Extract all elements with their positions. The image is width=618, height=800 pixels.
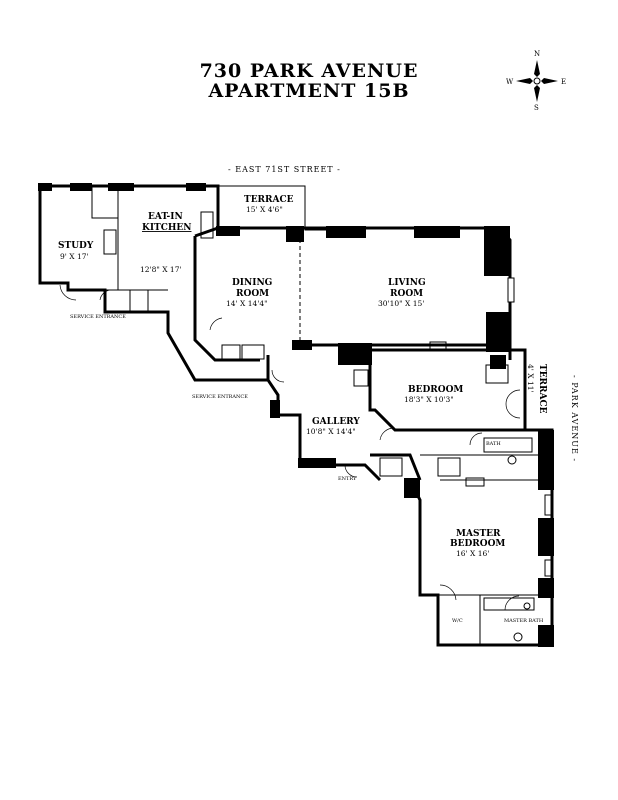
master-dim: 16' X 16' [456,549,489,558]
bath-fixtures [483,437,535,642]
terrace-north-name: TERRACE [244,195,294,205]
plan-title-line-1: 730 PARK AVENUE [199,60,419,82]
bedroom-name: BEDROOM [408,385,463,395]
compass-north-point [534,60,540,77]
terrace-north-dim: 15' X 4'6" [246,205,283,214]
kitchen-name-2: KITCHEN [142,223,191,233]
kitchen-name-1: EAT-IN [148,212,183,222]
kitchen-dim: 12'8" X 17' [140,265,182,274]
living-name-1: LIVING [388,278,426,288]
gallery-name: GALLERY [312,417,360,427]
dining-dim: 14' X 14'4" [226,299,268,308]
closets [103,211,509,487]
street-label-park-avenue: - PARK AVENUE - [570,375,579,462]
door-swings [59,284,521,611]
wall-columns [38,183,554,647]
wic-label: W/C [452,618,463,624]
entry-label: ENTRY [338,476,357,482]
compass-label-e: E [561,78,566,86]
compass-east-point [541,78,558,84]
compass-label-n: N [534,50,540,58]
plan-title-line-2: APARTMENT 15B [208,80,410,102]
study-name: STUDY [58,241,94,251]
street-label-east-71st: - EAST 71ST STREET - [228,165,341,174]
living-name-2: ROOM [390,289,423,299]
master-bath-label: MASTER BATH [504,618,544,624]
terrace-east-name: TERRACE [537,364,547,414]
small-labels: SERVICE ENTRANCE SERVICE ENTRANCE ENTRY … [70,314,544,624]
dining-name-2: ROOM [236,289,269,299]
terrace-east-dim: 4' X 11' [526,364,535,393]
gallery-dim: 10'8" X 14'4" [306,427,356,436]
compass-rose: N S W E [506,50,566,112]
compass-south-point [534,85,540,102]
compass-label-s: S [534,104,539,112]
service-entrance-label-1: SERVICE ENTRANCE [70,314,126,320]
study-dim: 9' X 17' [60,252,89,261]
exterior-walls [38,184,554,647]
master-name-2: BEDROOM [450,539,505,549]
bath-label: BATH [486,441,501,447]
compass-center [533,77,541,85]
compass-label-w: W [506,78,514,86]
compass-west-point [516,78,533,84]
master-name-1: MASTER [456,529,501,539]
room-labels: TERRACE 15' X 4'6" EAT-IN KITCHEN 12'8" … [58,195,547,558]
dining-name-1: DINING [232,278,272,288]
windows [507,277,552,577]
living-dim: 30'10" X 15' [378,299,424,308]
bedroom-dim: 18'3" X 10'3" [404,395,454,404]
service-entrance-label-2: SERVICE ENTRANCE [192,394,248,400]
